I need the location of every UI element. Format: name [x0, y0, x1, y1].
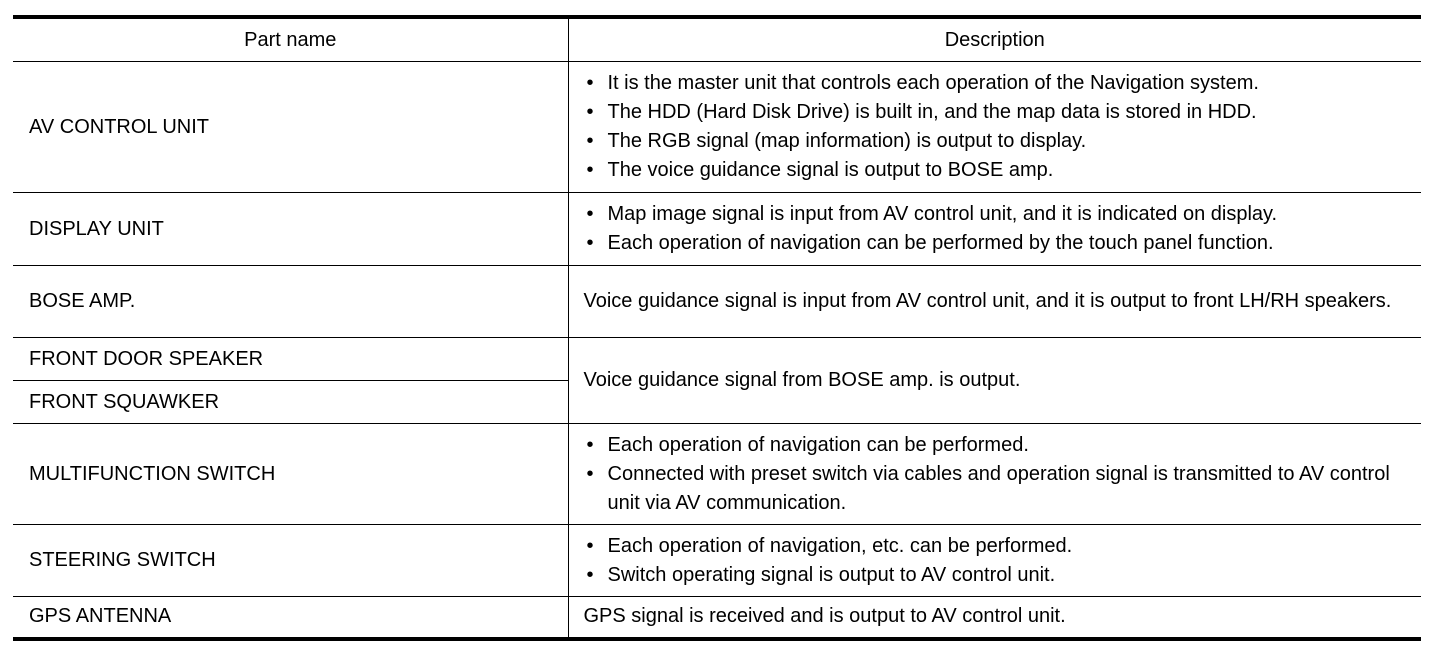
table-row: FRONT DOOR SPEAKER Voice guidance signal… [13, 337, 1421, 424]
description-cell: Voice guidance signal is input from AV c… [567, 265, 1421, 338]
table-row: AV CONTROL UNIT It is the master unit th… [13, 61, 1421, 193]
table-header-row: Part name Description [13, 15, 1421, 62]
part-name-cell: AV CONTROL UNIT [13, 61, 568, 193]
parts-description-table: Part name Description AV CONTROL UNIT It… [13, 15, 1421, 641]
bullet-item: Map image signal is input from AV contro… [584, 200, 1410, 229]
bullet-list: It is the master unit that controls each… [584, 69, 1410, 185]
table-row: FRONT SQUAWKER [13, 380, 1421, 424]
part-name-cell: STEERING SWITCH [13, 524, 568, 597]
description-text: Voice guidance signal from BOSE amp. is … [583, 369, 1021, 391]
bullet-item: The voice guidance signal is output to B… [584, 156, 1410, 185]
bullet-item: The HDD (Hard Disk Drive) is built in, a… [584, 98, 1410, 127]
description-cell: Each operation of navigation, etc. can b… [567, 524, 1421, 597]
description-text: GPS signal is received and is output to … [583, 605, 1066, 628]
part-name-cell: FRONT DOOR SPEAKER [13, 337, 568, 381]
description-cell: Voice guidance signal from BOSE amp. is … [567, 337, 1421, 424]
table-row: DISPLAY UNIT Map image signal is input f… [13, 192, 1421, 266]
description-text: Voice guidance signal is input from AV c… [583, 290, 1392, 312]
description-cell: GPS signal is received and is output to … [567, 596, 1421, 641]
bullet-list: Map image signal is input from AV contro… [584, 200, 1410, 258]
column-header-description: Description [567, 15, 1421, 62]
description-cell: Each operation of navigation can be perf… [567, 423, 1421, 525]
part-name-cell: DISPLAY UNIT [13, 192, 568, 266]
part-name-cell: GPS ANTENNA [13, 596, 568, 641]
table-row: GPS ANTENNA GPS signal is received and i… [13, 596, 1421, 641]
bullet-item: Connected with preset switch via cables … [584, 460, 1410, 518]
description-cell: It is the master unit that controls each… [567, 61, 1421, 193]
bullet-list: Each operation of navigation can be perf… [584, 431, 1410, 518]
bullet-item: It is the master unit that controls each… [584, 69, 1410, 98]
bullet-item: Switch operating signal is output to AV … [584, 561, 1410, 590]
part-name-cell: BOSE AMP. [13, 265, 568, 338]
bullet-list: Each operation of navigation, etc. can b… [584, 532, 1410, 590]
table-row: STEERING SWITCH Each operation of naviga… [13, 524, 1421, 597]
part-name-cell: FRONT SQUAWKER [13, 380, 568, 424]
part-name-cell: MULTIFUNCTION SWITCH [13, 423, 568, 525]
column-header-part-name: Part name [13, 15, 568, 62]
bullet-item: The RGB signal (map information) is outp… [584, 127, 1410, 156]
bullet-item: Each operation of navigation can be perf… [584, 431, 1410, 460]
description-cell: Map image signal is input from AV contro… [567, 192, 1421, 266]
bullet-item: Each operation of navigation, etc. can b… [584, 532, 1410, 561]
bullet-item: Each operation of navigation can be perf… [584, 229, 1410, 258]
table-row: MULTIFUNCTION SWITCH Each operation of n… [13, 423, 1421, 525]
table-row: BOSE AMP. Voice guidance signal is input… [13, 265, 1421, 338]
